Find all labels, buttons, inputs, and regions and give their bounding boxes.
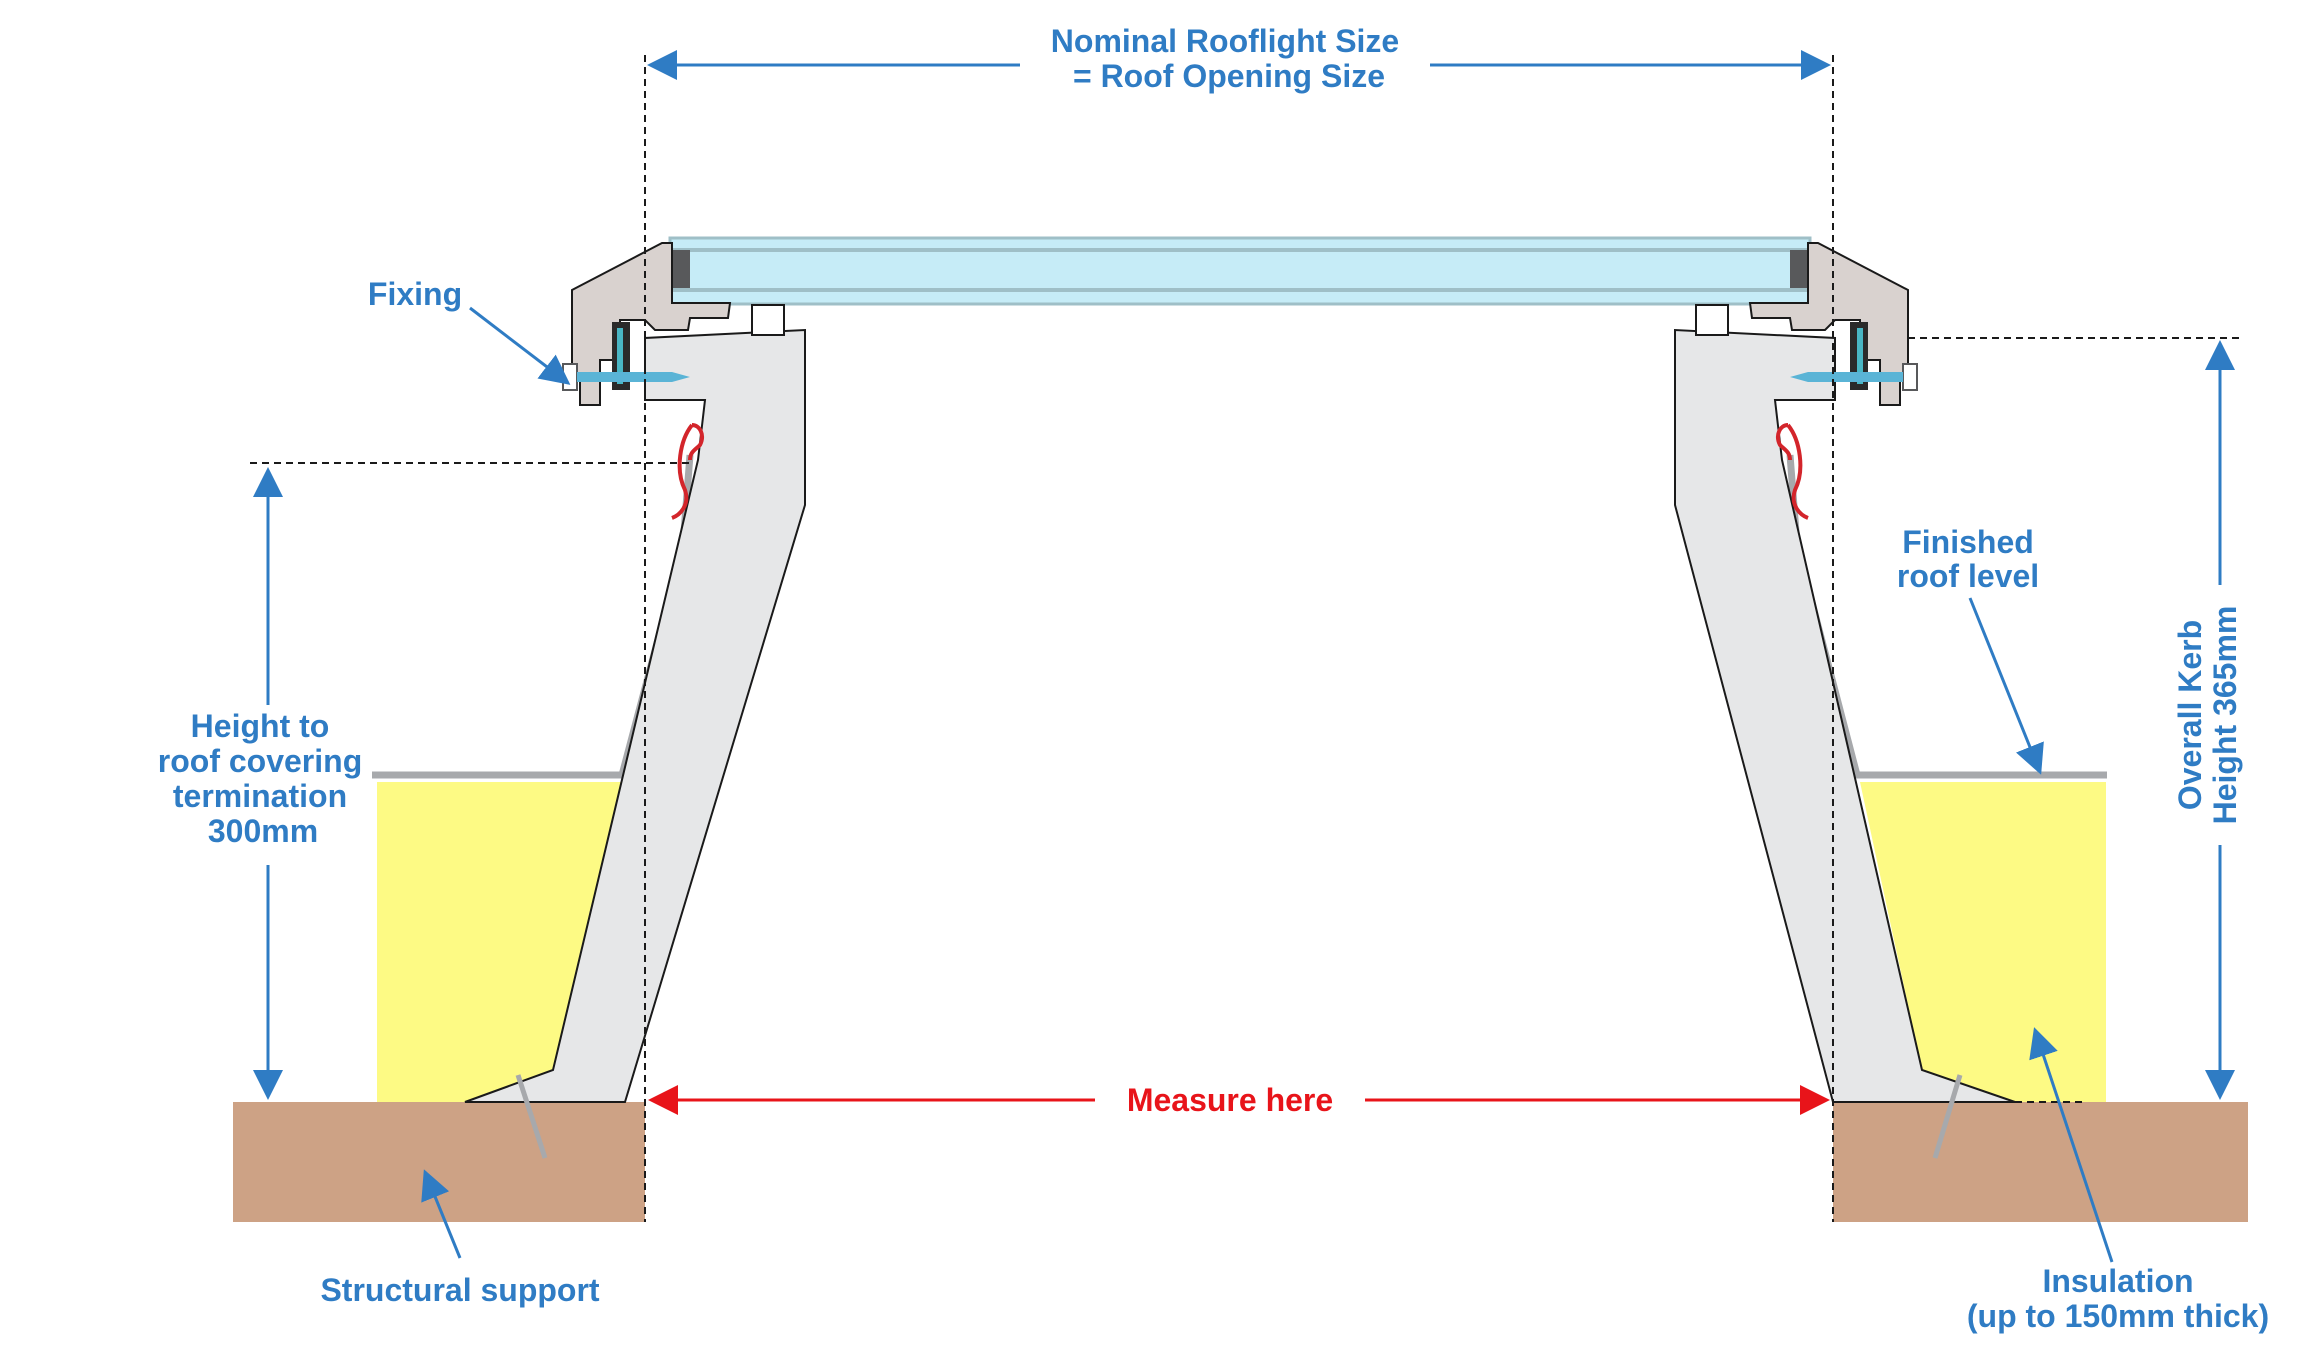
insulation-label-line1: Insulation [2042, 1263, 2193, 1299]
height-label-line2: roof covering [158, 743, 362, 779]
height-label-line4: 300mm [208, 813, 318, 849]
overall-height-label: Overall Kerb Height 365mm [2172, 606, 2243, 825]
glass-spacer-right [1790, 250, 1808, 288]
finished-roof-leader [1968, 597, 2044, 775]
insulation-label-line2: (up to 150mm thick) [1967, 1298, 2269, 1334]
insulation-leader [2029, 1027, 2114, 1263]
height-label-line3: termination [173, 778, 347, 814]
glass-unit [668, 236, 1812, 306]
weather-seal-right [1776, 423, 1809, 520]
bead-left [751, 304, 785, 336]
anchor-pin-right [1932, 1074, 1963, 1159]
fixing-screw-right [1790, 363, 1918, 391]
overall-height-label-line1: Overall Kerb [2172, 620, 2208, 810]
finished-roof-label-line2: roof level [1897, 558, 2039, 594]
structural-support-right [1833, 1102, 2248, 1222]
kerb-right [1674, 328, 2016, 1103]
height-label-line1: Height to [191, 708, 330, 744]
kerb-left [464, 328, 806, 1103]
anchor-pin-left [515, 1074, 548, 1159]
insulation-left [377, 782, 624, 1102]
fixing-label: Fixing [368, 276, 462, 312]
finished-roof-label-line1: Finished [1902, 524, 2034, 560]
structural-support-leader [421, 1169, 462, 1259]
frame-left [571, 242, 732, 406]
measure-here-label: Measure here [1127, 1082, 1333, 1118]
nominal-size-label-line1: Nominal Rooflight Size [1051, 23, 1399, 59]
frame-right [1748, 242, 1909, 406]
nominal-size-label-line2: = Roof Opening Size [1073, 58, 1385, 94]
overall-height-label-line2: Height 365mm [2207, 606, 2243, 825]
gasket-left-inner [617, 328, 623, 384]
insulation-right [1860, 782, 2106, 1102]
weather-seal-left [671, 423, 704, 520]
bead-right [1695, 304, 1729, 336]
gasket-right-inner [1857, 328, 1863, 384]
structural-support-label: Structural support [320, 1272, 599, 1308]
fixing-leader [469, 306, 571, 385]
glass-spacer-left [672, 250, 690, 288]
